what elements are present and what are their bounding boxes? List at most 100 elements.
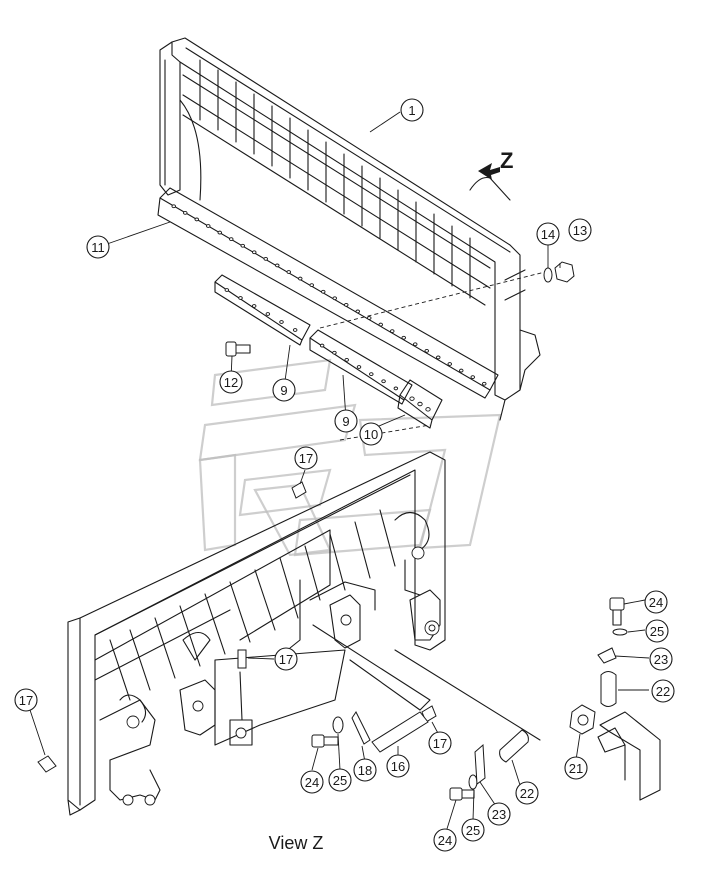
callout-c9a: 9 [272, 378, 296, 402]
watermark-logo [198, 358, 502, 557]
bar-hole [182, 210, 188, 215]
callout-number: 17 [433, 736, 447, 751]
alignment-line-lower [339, 424, 431, 441]
callout-number: 24 [305, 775, 319, 790]
bar-hole [424, 348, 430, 353]
plate-hole [425, 407, 431, 412]
bar-hole [286, 270, 292, 274]
callout-circle [536, 222, 560, 246]
callout-circle [386, 754, 410, 778]
callout-number: 21 [569, 761, 583, 776]
right-bracket [597, 711, 661, 801]
pin-16 [371, 711, 429, 753]
bolt-12 [225, 341, 251, 357]
bar-hole [251, 250, 257, 255]
callout-c22b: 22 [651, 679, 675, 703]
washer-25-lower-left [332, 716, 344, 734]
clip-23-right [597, 647, 617, 664]
plate-hole [251, 304, 257, 308]
callout-number: 18 [358, 763, 372, 778]
callout-number: 12 [224, 375, 238, 390]
perforated-bar-11 [157, 187, 499, 399]
bar-hole [378, 322, 384, 327]
callout-number: 16 [391, 759, 405, 774]
callout-circle [294, 446, 318, 470]
plate-hole [279, 320, 284, 324]
callout-number: 1 [408, 103, 415, 118]
bar-hole [447, 362, 453, 366]
washer-25-right [612, 628, 628, 636]
callout-c14: 14 [536, 222, 560, 246]
plate-hole [381, 379, 386, 384]
callout-circle [334, 409, 358, 433]
callout-circle [353, 758, 377, 782]
bar-hole [367, 316, 372, 320]
callout-number: 22 [520, 786, 534, 801]
callout-c13: 13 [568, 218, 592, 242]
callout-circle [328, 768, 352, 792]
bar-hole [205, 224, 211, 228]
callout-circle [645, 619, 669, 643]
callout-number: 14 [541, 227, 555, 242]
bolt-24-bottom [449, 787, 475, 801]
block-21 [569, 704, 596, 735]
callout-c23b: 23 [649, 647, 673, 671]
bar-hole [459, 368, 464, 373]
callout-c23a: 23 [487, 802, 511, 826]
perforated-plate-10 [397, 379, 443, 429]
callout-c10: 10 [359, 422, 383, 446]
bar-hole [355, 309, 361, 314]
plate-hole [238, 296, 243, 300]
callout-number: 25 [650, 624, 664, 639]
guard-frame [159, 37, 541, 421]
bar-hole [194, 217, 199, 222]
bar-hole [171, 204, 176, 209]
callout-circle [272, 378, 296, 402]
grease-nipple-17-left [37, 755, 57, 773]
callout-number: 13 [573, 223, 587, 238]
bar-hole [309, 283, 315, 288]
callout-circle [428, 731, 452, 755]
callout-number: 24 [649, 595, 663, 610]
alignment-line-upper [319, 271, 546, 329]
callout-number: 10 [364, 427, 378, 442]
callout-number: 17 [19, 693, 33, 708]
callout-c24c: 24 [644, 590, 668, 614]
callout-c1: 1 [400, 98, 424, 122]
grease-nipple-17-mid [237, 649, 247, 669]
callout-number: 9 [342, 414, 349, 429]
callout-circle [14, 688, 38, 712]
bar-hole [470, 375, 476, 380]
callout-circle [568, 218, 592, 242]
bar-hole [275, 263, 280, 268]
bolt-24-right [609, 597, 625, 626]
clip-23-bottom [474, 743, 486, 785]
perforated-plate-9-upper [214, 274, 311, 346]
nut-13 [554, 261, 575, 283]
callout-c17b: 17 [274, 647, 298, 671]
callout-circle [649, 647, 673, 671]
callout-c22a: 22 [515, 781, 539, 805]
plate-hole [393, 386, 399, 391]
callout-number: 25 [466, 823, 480, 838]
assembly-line-right [394, 649, 541, 741]
callout-circle [86, 235, 110, 259]
grease-nipple-17-top [291, 481, 307, 499]
plate-hole [356, 365, 362, 369]
plate-hole [265, 312, 271, 316]
plate-hole [292, 328, 298, 332]
callout-c24b: 24 [433, 828, 457, 852]
main-frame [67, 451, 446, 816]
plate-hole [319, 343, 325, 348]
pin-22-lower [499, 729, 529, 763]
plate-hole [369, 372, 374, 377]
callout-circle [274, 647, 298, 671]
callout-circle [219, 370, 243, 394]
bar-hole [240, 243, 245, 248]
washer-14 [543, 267, 553, 283]
plate-hole [409, 396, 415, 401]
callout-circle [564, 756, 588, 780]
callout-c17a: 17 [294, 446, 318, 470]
callout-number: 23 [492, 807, 506, 822]
